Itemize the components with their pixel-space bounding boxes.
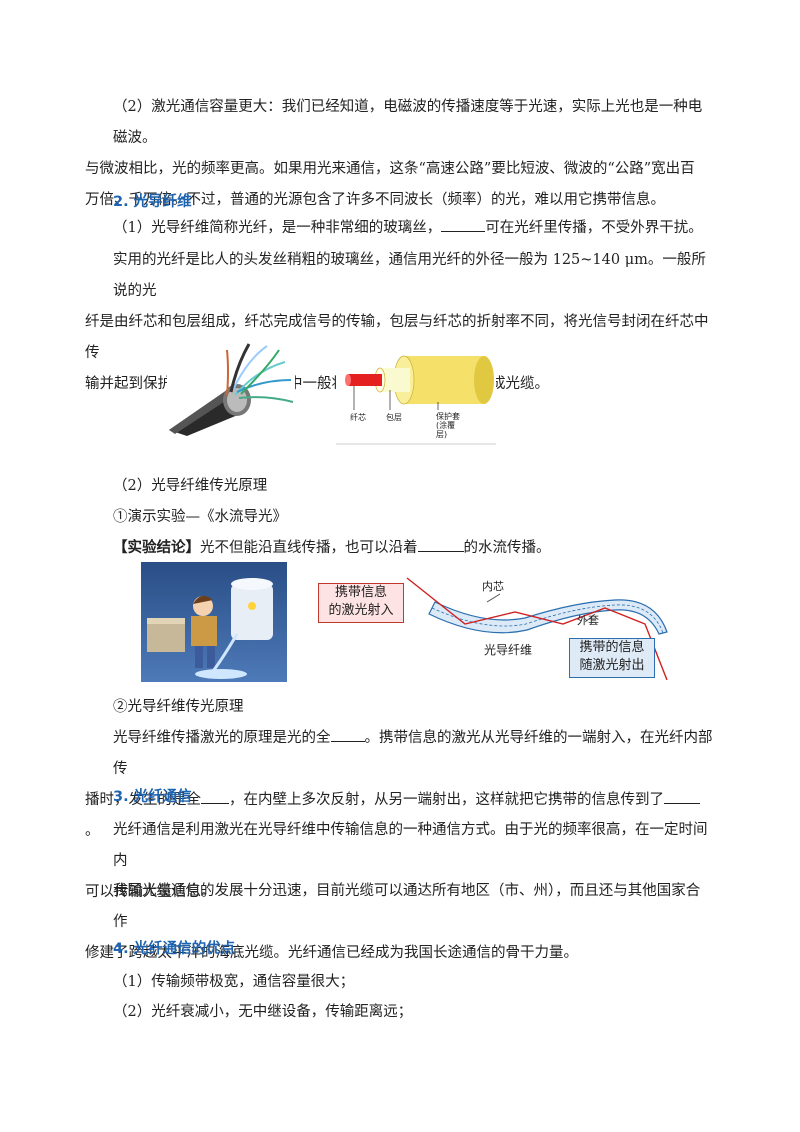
label-laser-in-l1: 携带信息 [334,585,387,600]
water-flow-experiment-image [141,562,287,682]
label-cladding: 包层 [386,413,402,422]
label-info-out: 携带的信息 随激光射出 [569,638,655,678]
principle2-title: ②光导纤维传光原理 [113,699,244,715]
principle2-text: 光导纤维传播激光的原理是光的全。携带信息的激光从光导纤维的一端射入，在光纤内部传… [85,723,713,847]
demo-experiment: ①演示实验—《水流导光》 [113,509,287,525]
fiber-intro-a: （1）光导纤维简称光纤，是一种非常细的玻璃丝， [113,220,442,236]
fiber-cable-photo [167,340,295,436]
blank-2 [417,537,464,552]
p2-l1a: 光导纤维传播激光的原理是光的全 [113,730,331,746]
experiment-conclusion: 【实验结论】光不但能沿直线传播，也可以沿着 的水流传播。 [113,532,713,564]
label-fiber: 光导纤维 [484,643,533,657]
blank-4 [201,789,229,804]
fiber-desc-line2: 纤是由纤芯和包层组成，纤芯完成信号的传输，包层与纤芯的折射率不同，将光信号封闭在… [85,314,709,361]
fiber-intro: （1）光导纤维简称光纤，是一种非常细的玻璃丝， 可在光纤里传播，不受外界干扰。 [113,213,713,244]
label-jacket-l1: 保护套 [436,412,460,421]
section-3-title: 3. 光纤通信 [113,789,192,805]
conclusion-b: 的水流传播。 [463,540,551,556]
blank-5 [664,789,700,804]
conclusion-tag: 【实验结论】 [113,539,200,556]
label-laser-in: 携带信息 的激光射入 [318,583,404,623]
section-2-title: 2. 光导纤维 [113,194,192,210]
s3-p2-l2: 修建了跨越太平洋的海底光缆。光纤通信已经成为我国长途通信的骨干力量。 [85,945,578,961]
label-jacket-l2: (涂覆 [436,421,456,430]
label-core: 纤芯 [350,413,366,422]
advantage-1: （1）传输频带极宽，通信容量很大； [113,974,355,990]
principle-title: （2）光导纤维传光原理 [113,478,268,494]
conclusion-a: 光不但能沿直线传播，也可以沿着 [200,540,418,556]
para-laser-capacity: （2）激光通信容量更大：我们已经知道，电磁波的传播速度等于光速，实际上光也是一种… [85,92,713,216]
fiber-desc-line1: 实用的光纤是比人的头发丝稍粗的玻璃丝，通信用光纤的外径一般为 125~140 μ… [113,252,706,299]
s3-p1-l1: 光纤通信是利用激光在光导纤维中传输信息的一种通信方式。由于光的频率很高，在一定时… [113,822,708,869]
label-jacket-l3: 层) [436,430,448,439]
s3-p2-l1: 我国光缆通信的发展十分迅速，目前光缆可以通达所有地区（市、州），而且还与其他国家… [113,883,701,930]
fiber-intro-b: 可在光纤里传播，不受外界干扰。 [485,220,703,236]
principle2-line2: 播时，发生的是全 ，在内壁上多次反射，从另一端射出，这样就把它携带的信息传到了。 [85,785,713,847]
s3-p1-l2: 可以传输大量信息。 [85,884,216,900]
label-info-out-l1: 携带的信息 [579,640,645,655]
p2-l2b: ，在内壁上多次反射，从另一端射出，这样就把它携带的信息传到了 [229,792,664,808]
principle2-line1: 光导纤维传播激光的原理是光的全。携带信息的激光从光导纤维的一端射入，在光纤内部传 [113,723,713,785]
p2-l2a: 播时，发生的是全 [85,792,201,808]
label-info-out-l2: 随激光射出 [579,658,645,673]
section-3-para2: 我国光缆通信的发展十分迅速，目前光缆可以通达所有地区（市、州），而且还与其他国家… [85,876,713,969]
label-outer-jacket: 外套 [577,614,599,627]
para1-line3: 万倍、千万倍。不过，普通的光源包含了许多不同波长（频率）的光，难以用它携带信息。 [85,192,665,208]
p2-l1b: 。携带信息的激光从光导纤维的一端射入，在光纤内部传 [113,730,713,777]
advantage-2: （2）光纤衰减小，无中继设备，传输距离远； [113,1004,413,1020]
fiber-structure-diagram [336,348,496,446]
label-jacket: 保护套 (涂覆 层) [436,412,460,439]
p2-l2c: 。 [85,823,100,839]
section-4-title: 4. 光纤通信的优点 [113,941,236,957]
blank-1 [441,217,486,232]
para1-line1: （2）激光通信容量更大：我们已经知道，电磁波的传播速度等于光速，实际上光也是一种… [113,99,703,146]
blank-3 [330,727,365,742]
label-laser-in-l2: 的激光射入 [328,603,394,618]
para1-line2: 与微波相比，光的频率更高。如果用光来通信，这条“高速公路”要比短波、微波的“公路… [85,161,695,177]
section-3-para1: 光纤通信是利用激光在光导纤维中传输信息的一种通信方式。由于光的频率很高，在一定时… [85,815,713,908]
label-inner-core: 内芯 [482,580,504,593]
